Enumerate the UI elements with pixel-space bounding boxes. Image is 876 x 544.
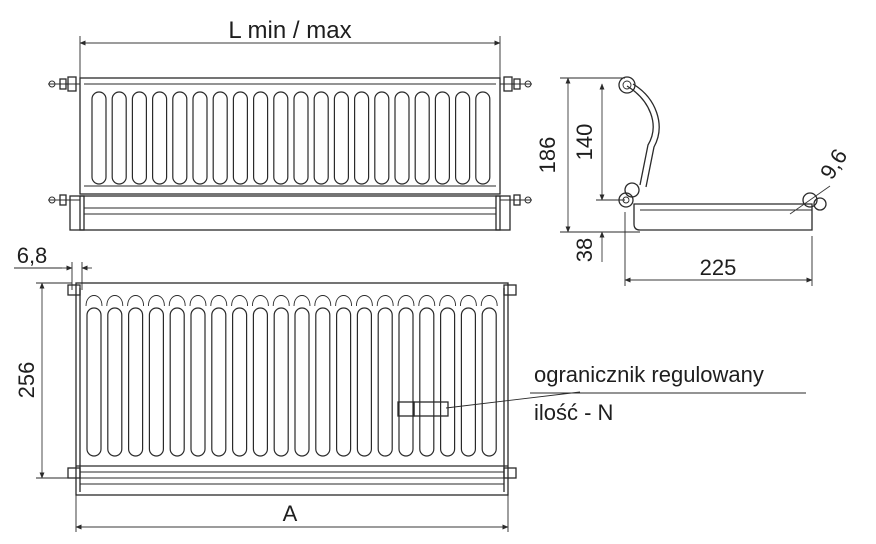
plan-loop bbox=[376, 295, 394, 307]
wire-dimension-line bbox=[789, 185, 831, 215]
front-finger bbox=[232, 91, 248, 185]
plan-finger bbox=[440, 307, 456, 457]
front-fingers bbox=[91, 91, 491, 185]
front-frame bbox=[79, 77, 501, 195]
plan-loop bbox=[168, 295, 186, 307]
front-finger bbox=[333, 91, 349, 185]
front-finger bbox=[212, 91, 228, 185]
wire-section bbox=[802, 192, 818, 208]
front-finger bbox=[394, 91, 410, 185]
plan-loop bbox=[251, 295, 269, 307]
plan-finger bbox=[128, 307, 144, 457]
offset-label: 6,8 bbox=[17, 243, 48, 268]
bolt-bottom-left bbox=[48, 194, 80, 206]
quantity-label: ilość - N bbox=[534, 400, 613, 425]
plan-finger bbox=[398, 307, 414, 457]
side-view: 186 140 38 9,6 225 bbox=[535, 76, 852, 286]
plan-finger bbox=[460, 307, 476, 457]
plan-finger bbox=[315, 307, 331, 457]
depth-rack-label: 140 bbox=[572, 124, 597, 161]
plan-finger bbox=[252, 307, 268, 457]
plan-finger bbox=[148, 307, 164, 457]
plan-finger bbox=[86, 307, 102, 457]
plan-finger bbox=[419, 307, 435, 457]
front-finger bbox=[152, 91, 168, 185]
plan-finger bbox=[107, 307, 123, 457]
rack-arm bbox=[626, 85, 654, 186]
plan-loop bbox=[439, 295, 457, 307]
front-finger bbox=[273, 91, 289, 185]
plan-loop bbox=[418, 295, 436, 307]
plan-loop bbox=[272, 295, 290, 307]
front-finger bbox=[253, 91, 269, 185]
plan-loop bbox=[459, 295, 477, 307]
width-label: 225 bbox=[700, 255, 737, 280]
plan-loop bbox=[355, 295, 373, 307]
plan-loop bbox=[85, 295, 103, 307]
front-finger bbox=[434, 91, 450, 185]
plan-loop bbox=[147, 295, 165, 307]
plan-finger bbox=[169, 307, 185, 457]
front-finger bbox=[91, 91, 107, 185]
plan-loop bbox=[106, 295, 124, 307]
plan-loop bbox=[335, 295, 353, 307]
plan-fingers bbox=[85, 295, 498, 457]
front-finger bbox=[172, 91, 188, 185]
length-label: L min / max bbox=[228, 17, 351, 44]
plan-view: 6,8 256 ogranicznik regulowany ilość - N bbox=[14, 243, 806, 532]
front-finger bbox=[111, 91, 127, 185]
side-tray bbox=[633, 203, 813, 231]
plan-loop bbox=[127, 295, 145, 307]
front-finger bbox=[414, 91, 430, 185]
front-finger bbox=[455, 91, 471, 185]
plan-finger bbox=[336, 307, 352, 457]
front-finger bbox=[192, 91, 208, 185]
plan-finger bbox=[481, 307, 497, 457]
front-finger bbox=[354, 91, 370, 185]
plan-loop bbox=[314, 295, 332, 307]
front-finger bbox=[374, 91, 390, 185]
plan-finger bbox=[211, 307, 227, 457]
front-view: L min / max bbox=[48, 17, 532, 231]
depth-total-label: 186 bbox=[535, 137, 560, 174]
plan-finger bbox=[294, 307, 310, 457]
height-label: 256 bbox=[14, 362, 39, 399]
front-finger bbox=[475, 91, 491, 185]
plan-loop bbox=[480, 295, 498, 307]
plan-finger bbox=[190, 307, 206, 457]
plan-loop bbox=[210, 295, 228, 307]
width-a-label: A bbox=[283, 501, 298, 526]
plan-loop bbox=[231, 295, 249, 307]
wire-label: 9,6 bbox=[815, 144, 852, 183]
plan-frame bbox=[75, 282, 509, 496]
plan-finger bbox=[377, 307, 393, 457]
front-finger bbox=[131, 91, 147, 185]
plan-bolts bbox=[67, 284, 517, 479]
front-finger bbox=[293, 91, 309, 185]
limiter-label: ogranicznik regulowany bbox=[534, 362, 764, 387]
plan-finger bbox=[356, 307, 372, 457]
plan-finger bbox=[232, 307, 248, 457]
bolt-top-right bbox=[500, 76, 532, 92]
arm-pivot-top bbox=[618, 76, 636, 94]
front-tray bbox=[79, 195, 501, 231]
plan-loop bbox=[189, 295, 207, 307]
limiter bbox=[413, 401, 449, 417]
plan-finger bbox=[273, 307, 289, 457]
bolt-top-left bbox=[48, 76, 80, 92]
plan-loop bbox=[293, 295, 311, 307]
plan-loop bbox=[397, 295, 415, 307]
depth-tray-label: 38 bbox=[572, 238, 597, 262]
arm-pivot-bottom bbox=[618, 192, 634, 208]
front-finger bbox=[313, 91, 329, 185]
bolt-bottom-right bbox=[500, 194, 532, 206]
